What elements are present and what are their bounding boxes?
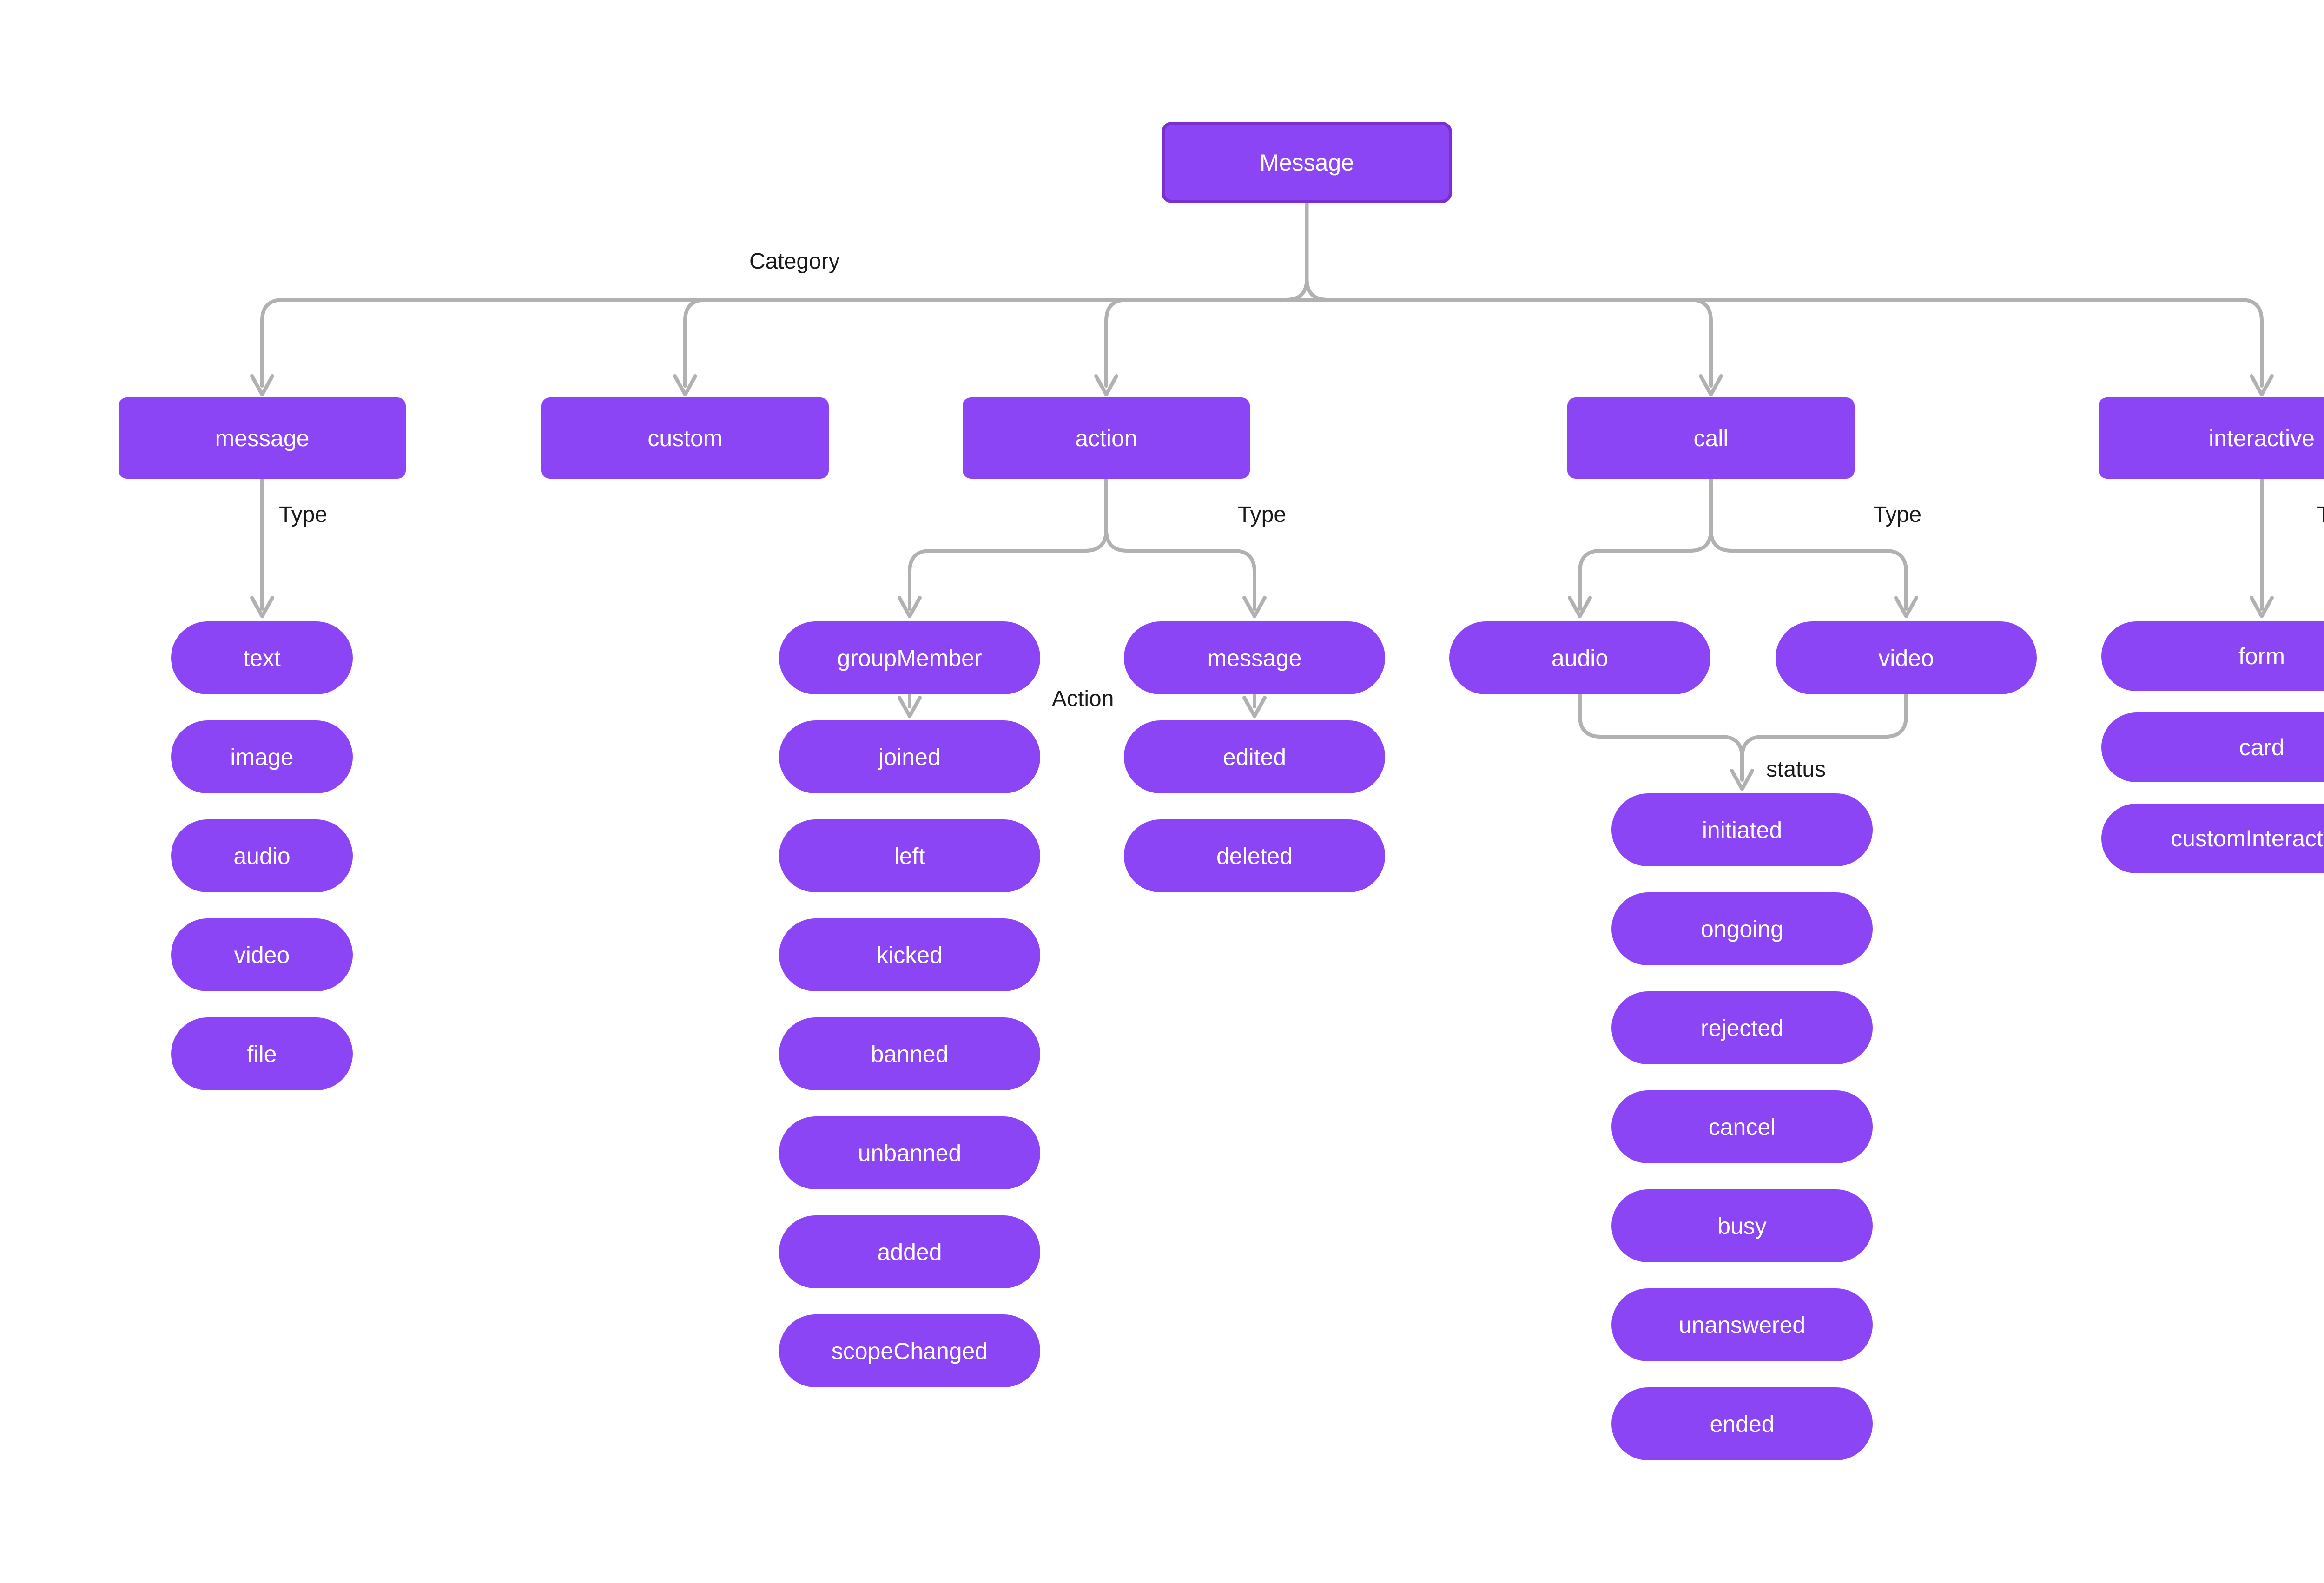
pill-actionmessage-edited[interactable]: edited [1124,720,1385,793]
pill-groupmember-action-banned[interactable]: banned [779,1017,1040,1090]
connector-drop-message [260,298,285,388]
action-type-branch [898,477,1267,718]
edge-label-action: Action [1052,686,1114,711]
pill-action-subtype-message[interactable]: message [1124,621,1385,694]
pill-call-status-ongoing[interactable]: ongoing [1611,892,1873,965]
pill-message-type-file[interactable]: file [171,1017,353,1090]
arrowhead-video [1894,596,1918,618]
pill-interactive-type-card[interactable]: card [2101,712,2324,782]
pill-message-type-audio[interactable]: audio [171,819,353,892]
arrowhead-audio [1568,596,1592,618]
connector-video-funnel [1740,693,1908,759]
pill-interactive-type-form[interactable]: form [2101,621,2324,691]
pill-groupmember-action-scopechanged[interactable]: scopeChanged [779,1314,1040,1387]
connector-action-left [908,477,1108,611]
pill-groupmember-action-unbanned[interactable]: unbanned [779,1116,1040,1189]
connector-root-flare-right [1305,277,1330,302]
connector-root-flare-left [1284,277,1309,302]
arrowhead-edited [1242,696,1267,718]
pill-groupmember-action-left[interactable]: left [779,819,1040,892]
call-type-branch [1568,477,1918,791]
pill-groupmember-action-added[interactable]: added [779,1215,1040,1288]
pill-call-type-audio[interactable]: audio [1449,621,1710,694]
edge-label-type-action: Type [1238,502,1287,527]
arrowhead-joined [898,696,922,718]
pill-actionmessage-deleted[interactable]: deleted [1124,819,1385,892]
edge-label-type-message: Type [279,502,328,527]
node-category-custom[interactable]: custom [541,397,829,479]
connector-call-left [1578,477,1713,611]
arrowhead-category-call [1699,374,1723,396]
pill-call-status-rejected[interactable]: rejected [1611,991,1873,1064]
connector-drop-action [1104,298,1129,388]
node-category-call[interactable]: call [1567,397,1855,479]
arrowhead-category-interactive [2250,374,2274,396]
pill-interactive-type-custominteractive[interactable]: customInteractive [2101,804,2324,873]
message-type-branch [250,477,274,618]
arrowhead-initiated [1730,769,1754,791]
node-category-action[interactable]: action [963,397,1250,479]
edge-label-type-interactive: Type [2317,502,2324,527]
arrowhead-text [250,596,274,618]
pill-message-type-text[interactable]: text [171,621,353,694]
connector-drop-custom [683,298,708,388]
arrowhead-category-message [250,374,274,396]
arrowhead-action-message [1242,596,1267,618]
pill-call-status-initiated[interactable]: initiated [1611,793,1873,866]
pill-message-type-video[interactable]: video [171,918,353,991]
arrowhead-category-action [1094,374,1118,396]
root-category-branch [250,201,2274,396]
node-category-interactive[interactable]: interactive [2099,397,2324,479]
interactive-type-branch [2250,477,2274,618]
pill-message-type-image[interactable]: image [171,720,353,793]
node-root-message[interactable]: Message [1162,122,1452,203]
pill-groupmember-action-joined[interactable]: joined [779,720,1040,793]
arrowhead-form [2250,596,2274,618]
pill-call-status-busy[interactable]: busy [1611,1189,1873,1262]
connector-drop-interactive [2239,298,2264,388]
edge-label-status: status [1766,757,1826,782]
edge-label-type-call: Type [1873,502,1922,527]
arrowhead-category-custom [673,374,697,396]
connector-action-right [1104,477,1256,611]
connector-drop-call [1688,298,1713,388]
pill-call-status-cancel[interactable]: cancel [1611,1090,1873,1163]
node-category-message[interactable]: message [119,397,406,479]
connector-audio-funnel [1578,693,1744,759]
arrowhead-groupmember [898,596,922,618]
pill-call-type-video[interactable]: video [1776,621,2037,694]
connector-call-right [1709,477,1908,611]
pill-action-subtype-groupmember[interactable]: groupMember [779,621,1040,694]
pill-call-status-ended[interactable]: ended [1611,1387,1873,1460]
edge-label-category: Category [749,249,840,274]
pill-call-status-unanswered[interactable]: unanswered [1611,1288,1873,1361]
pill-groupmember-action-kicked[interactable]: kicked [779,918,1040,991]
